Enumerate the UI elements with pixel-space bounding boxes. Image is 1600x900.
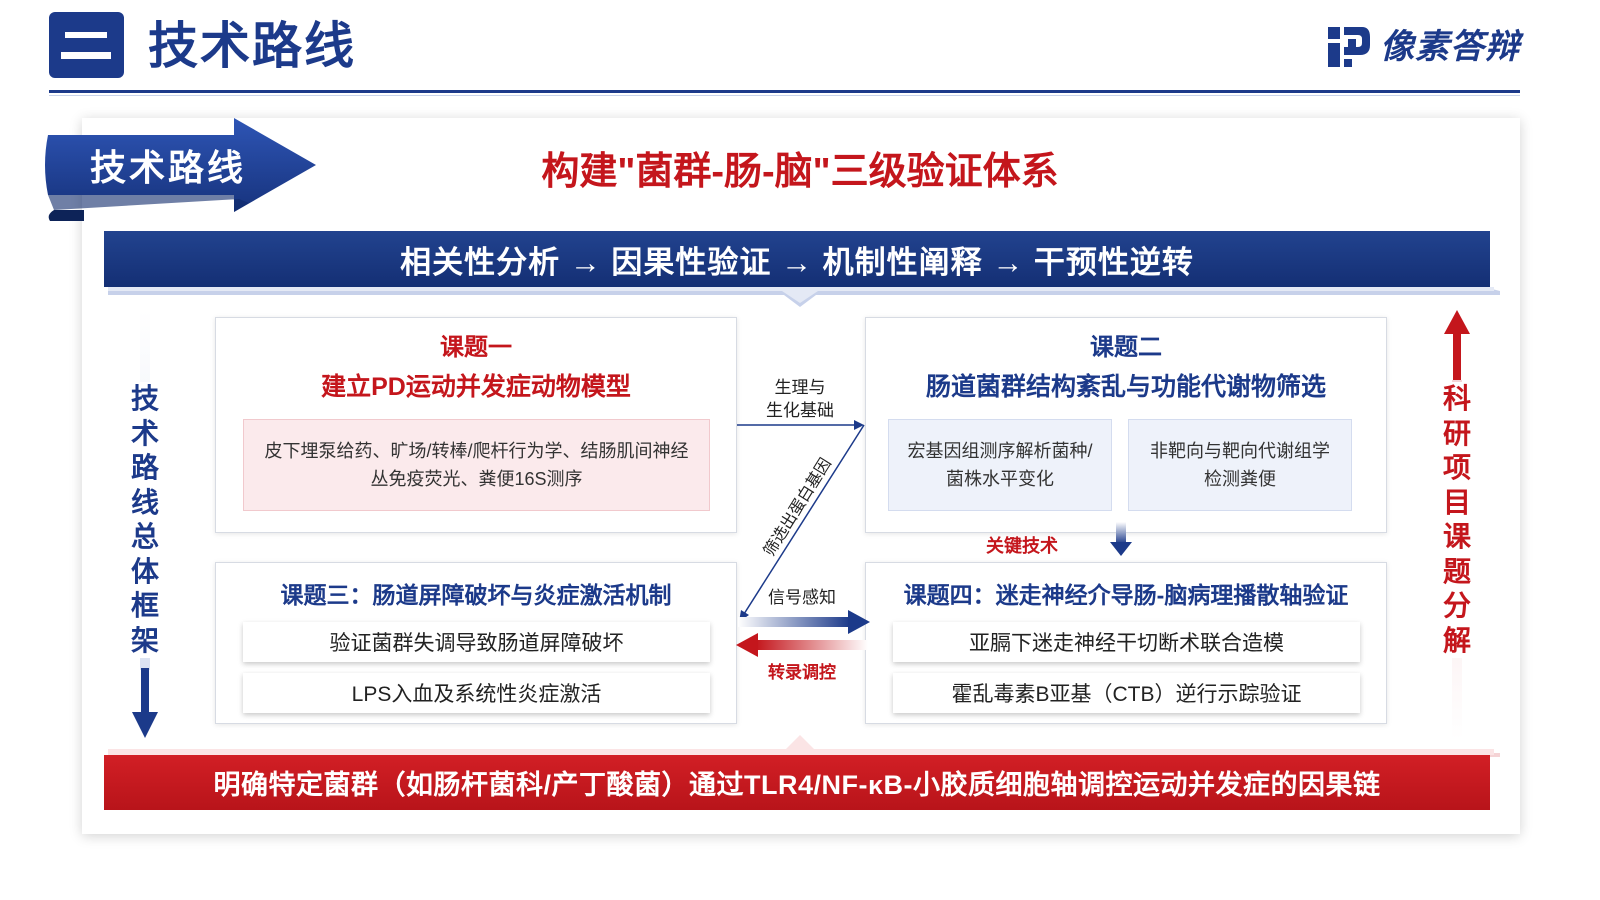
topic-1-label: 课题一 bbox=[440, 334, 512, 361]
right-side-label: 科研项目课题分解 bbox=[1434, 382, 1480, 658]
conclusion-banner: 明确特定菌群（如肠杆菌科/产丁酸菌）通过TLR4/NF-κB-小胶质细胞轴调控运… bbox=[104, 735, 1504, 815]
topic-4-title: 课题四：迷走神经介导肠-脑病理播散轴验证 bbox=[903, 582, 1349, 608]
section-number-badge bbox=[49, 12, 124, 78]
flow-banner: 相关性分析 → 因果性验证 → 机制性阐释 → 干预性逆转 bbox=[104, 231, 1500, 311]
topic-4-box: 课题四：迷走神经介导肠-脑病理播散轴验证 亚膈下迷走神经干切断术联合造模 霍乱毒… bbox=[865, 562, 1387, 724]
main-heading: 构建"菌群-肠-脑"三级验证体系 bbox=[541, 151, 1059, 193]
brand-name: 像素答辩 bbox=[1380, 28, 1520, 66]
topic-2-detail-metabolome: 非靶向与靶向代谢组学检测粪便 bbox=[1128, 419, 1352, 511]
section-tag: 技术路线 bbox=[44, 115, 319, 221]
flow-bar: 相关性分析 → 因果性验证 → 机制性阐释 → 干预性逆转 bbox=[104, 231, 1490, 287]
conclusion-bar: 明确特定菌群（如肠杆菌科/产丁酸菌）通过TLR4/NF-κB-小胶质细胞轴调控运… bbox=[104, 755, 1490, 810]
conclusion-text: 明确特定菌群（如肠杆菌科/产丁酸菌）通过TLR4/NF-κB-小胶质细胞轴调控运… bbox=[213, 770, 1381, 800]
brand-mark-icon bbox=[1326, 25, 1372, 69]
topic-2-detail-metagenome: 宏基因组测序解析菌种/菌株水平变化 bbox=[888, 419, 1112, 511]
connector-transcription-label: 转录调控 bbox=[768, 663, 836, 682]
flow-text: 相关性分析 → 因果性验证 → 机制性阐释 → 干预性逆转 bbox=[400, 244, 1194, 280]
topic-3-item-barrier: 验证菌群失调导致肠道屏障破坏 bbox=[243, 622, 710, 662]
page-title: 技术路线 bbox=[148, 18, 356, 74]
topic-3-title: 课题三：肠道屏障破坏与炎症激活机制 bbox=[280, 582, 672, 608]
brand-logo: 像素答辩 bbox=[1326, 25, 1520, 69]
topic-2-title: 肠道菌群结构紊乱与功能代谢物筛选 bbox=[925, 373, 1326, 401]
connector-signal-label: 信号感知 bbox=[768, 588, 836, 607]
topic-2-box: 课题二 肠道菌群结构紊乱与功能代谢物筛选 宏基因组测序解析菌种/菌株水平变化 非… bbox=[865, 317, 1387, 533]
topic-1-title: 建立PD运动并发症动物模型 bbox=[321, 373, 631, 401]
topic-4-item-vagotomy: 亚膈下迷走神经干切断术联合造模 bbox=[893, 622, 1360, 662]
topic-3-box: 课题三：肠道屏障破坏与炎症激活机制 验证菌群失调导致肠道屏障破坏 LPS入血及系… bbox=[215, 562, 737, 724]
topic-4-item-ctb: 霍乱毒素B亚基（CTB）逆行示踪验证 bbox=[893, 673, 1360, 713]
right-side-column: 科研项目课题分解 bbox=[1434, 310, 1480, 740]
left-side-column: 技术路线总体框架 bbox=[122, 310, 168, 740]
topic-1-detail: 皮下埋泵给药、旷场/转棒/爬杆行为学、结肠肌间神经丛免疫荧光、粪便16S测序 bbox=[243, 419, 710, 511]
connector-physiology-label: 生理与 生化基础 bbox=[766, 378, 834, 420]
header-divider bbox=[49, 90, 1520, 96]
left-side-label: 技术路线总体框架 bbox=[122, 382, 168, 658]
topic-1-box: 课题一 建立PD运动并发症动物模型 皮下埋泵给药、旷场/转棒/爬杆行为学、结肠肌… bbox=[215, 317, 737, 533]
connector-key-tech-label: 关键技术 bbox=[986, 536, 1058, 556]
topic-2-label: 课题二 bbox=[1090, 334, 1162, 361]
topic-3-item-lps: LPS入血及系统性炎症激活 bbox=[243, 673, 710, 713]
tag-label: 技术路线 bbox=[90, 147, 247, 188]
